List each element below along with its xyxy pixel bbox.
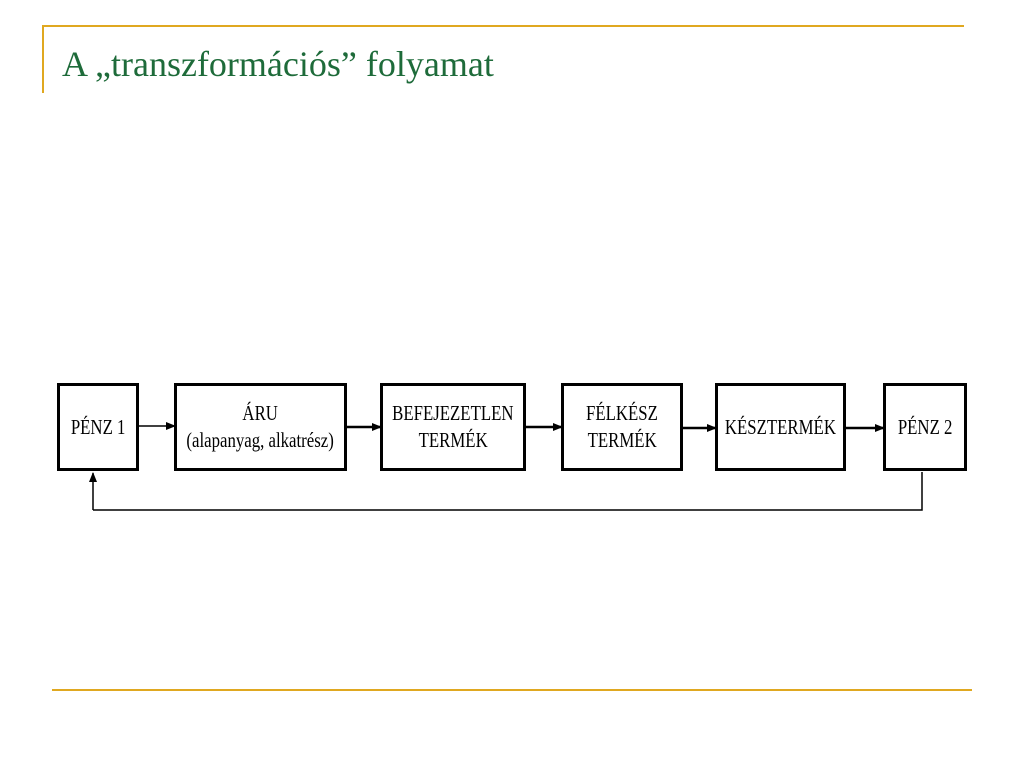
node-befejezetlen-line-1: BEFEJEZETLEN bbox=[392, 401, 514, 425]
slide-title: A „transzformációs” folyamat bbox=[62, 44, 494, 84]
node-befejezetlen-termek: BEFEJEZETLEN TERMÉK bbox=[380, 383, 526, 471]
node-felkesz-line-1: FÉLKÉSZ bbox=[586, 401, 658, 425]
feedback-line bbox=[93, 472, 923, 511]
top-accent-line bbox=[42, 25, 964, 27]
node-aru: ÁRU (alapanyag, alkatrész) bbox=[174, 383, 347, 471]
bottom-accent-line bbox=[52, 689, 972, 691]
node-penz-1-label: PÉNZ 1 bbox=[70, 414, 126, 439]
left-accent-line bbox=[42, 25, 44, 93]
node-penz-2: PÉNZ 2 bbox=[883, 383, 967, 471]
node-befejezetlen-line-2: TERMÉK bbox=[418, 428, 488, 452]
node-penz-1: PÉNZ 1 bbox=[57, 383, 139, 471]
node-felkesz-termek: FÉLKÉSZ TERMÉK bbox=[561, 383, 683, 471]
node-felkesz-line-2: TERMÉK bbox=[587, 428, 657, 452]
node-penz-2-label: PÉNZ 2 bbox=[897, 414, 953, 439]
node-aru-line-1: ÁRU bbox=[242, 401, 279, 425]
node-aru-line-2: (alapanyag, alkatrész) bbox=[186, 428, 335, 452]
node-keszermek-label: KÉSZTERMÉK bbox=[724, 414, 837, 439]
node-keszermek: KÉSZTERMÉK bbox=[715, 383, 846, 471]
